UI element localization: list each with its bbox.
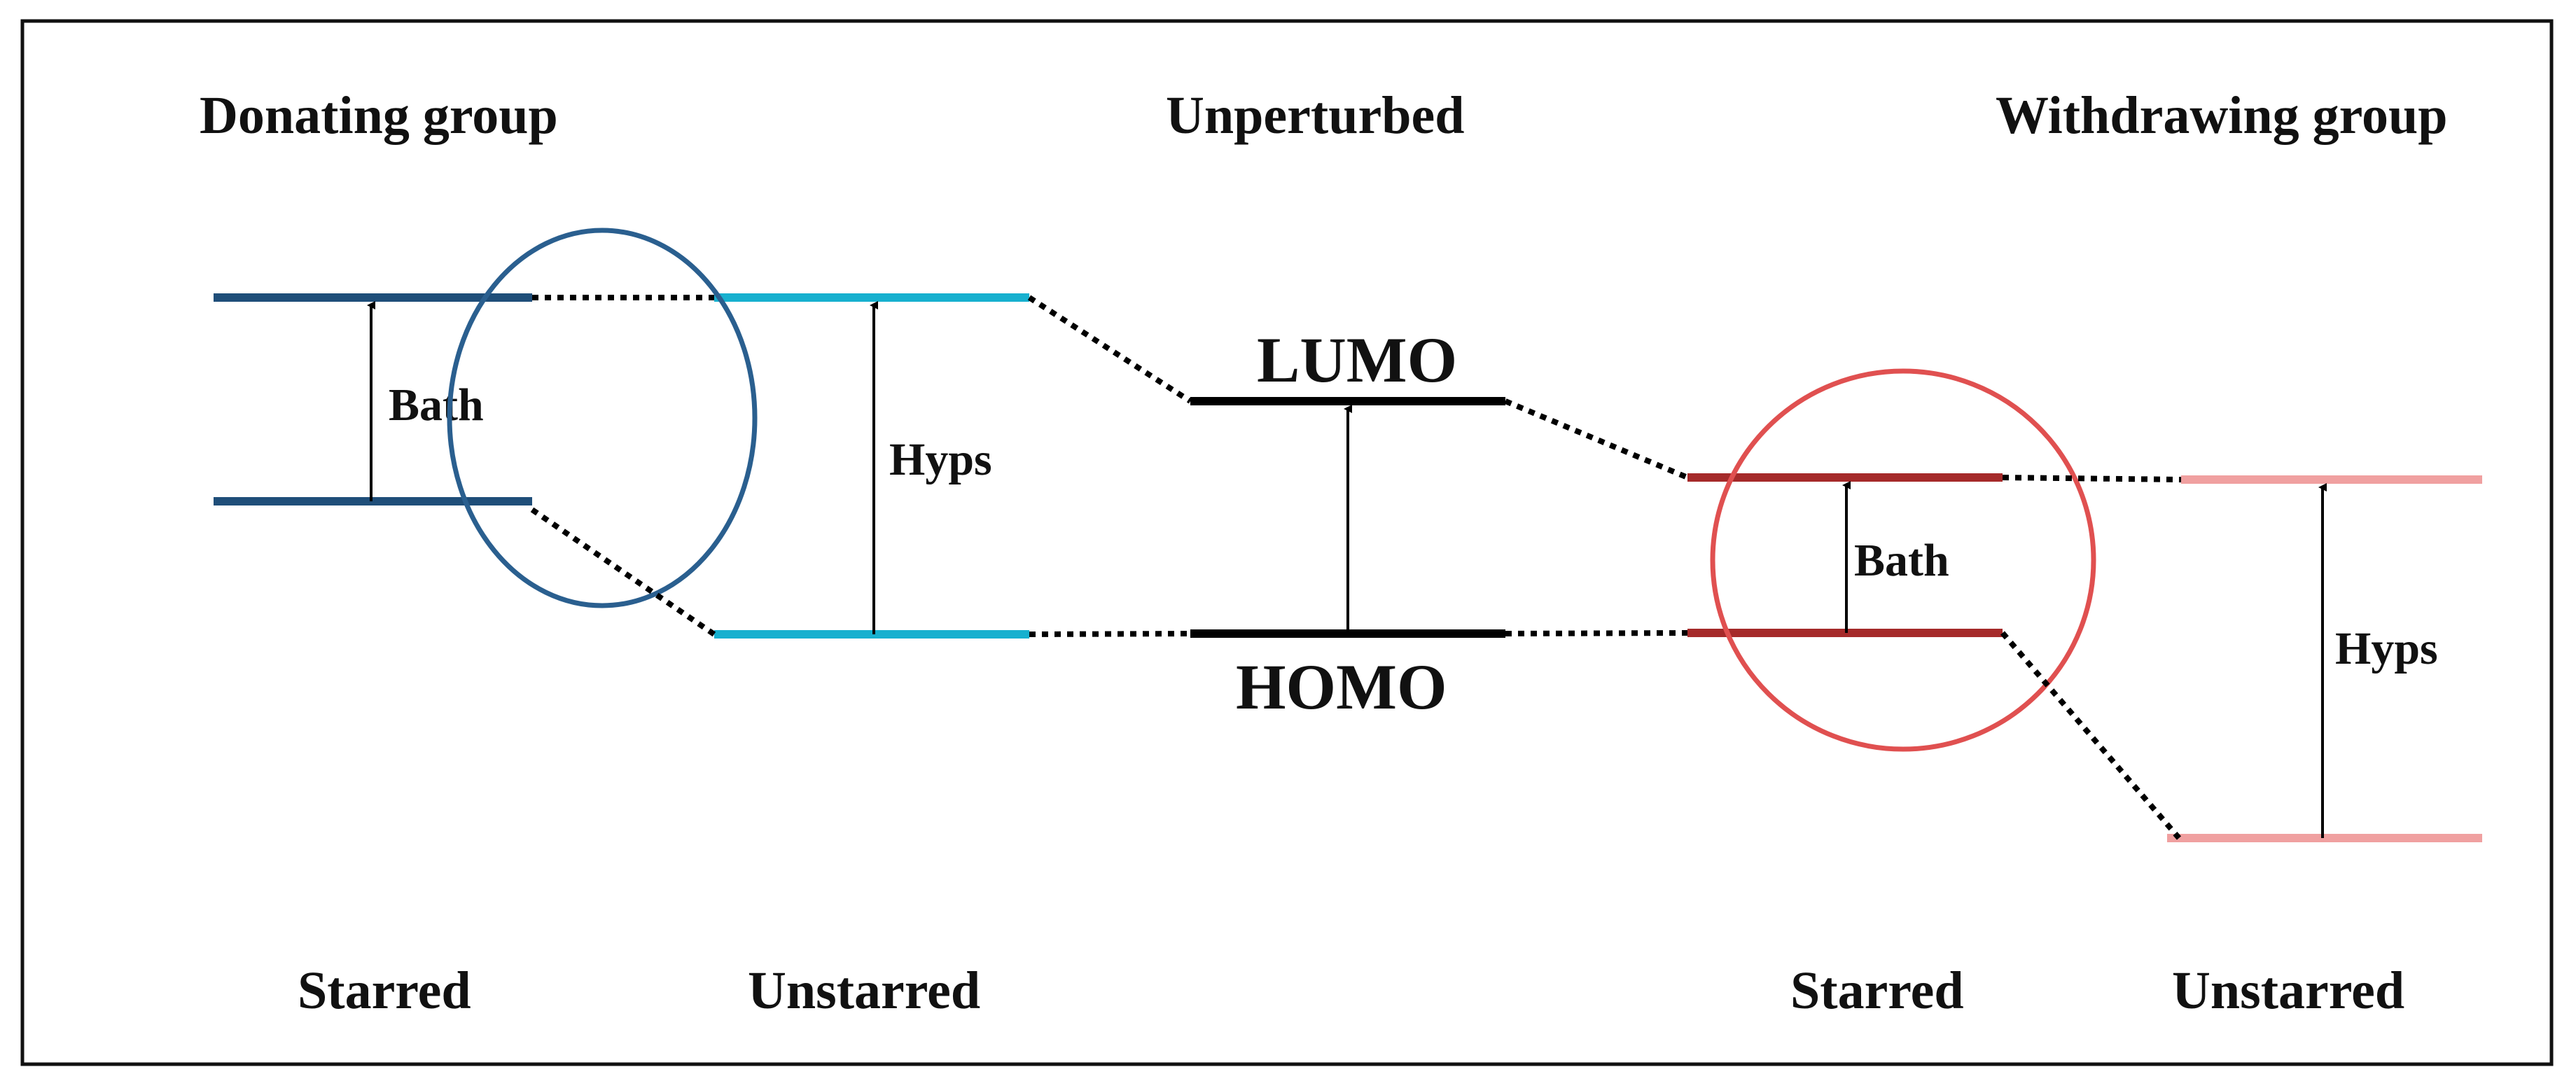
connector-unstarred-to-lumo [1027,295,1192,404]
connector-homo-to-withdrawing [1505,630,1688,636]
connector-withdrawing-lower [2000,631,2182,840]
unstarred-right-label: Unstarred [2172,961,2404,1020]
diagram-frame [20,19,2554,1066]
header-withdrawing-group: Withdrawing group [1996,86,2447,145]
hyps-right-label: Hyps [2335,623,2438,674]
header-unperturbed: Unperturbed [1166,86,1464,145]
homo-label: HOMO [1236,651,1447,723]
header-donating-group: Donating group [200,86,558,145]
donating-group-ellipse [447,228,758,608]
unstarred-left-label: Unstarred [748,961,980,1020]
bath-left-label: Bath [389,379,484,431]
starred-left-label: Starred [298,961,471,1020]
dotted-connectors [530,295,2182,840]
connector-lumo-to-withdrawing [1504,398,1689,480]
starred-right-label: Starred [1790,961,1964,1020]
hyps-left-label: Hyps [889,434,992,485]
bath-right-label: Bath [1854,535,1949,586]
connector-withdrawing-upper [2002,475,2182,482]
lumo-label: LUMO [1257,324,1457,396]
withdrawing-group-ellipse [1710,368,2096,752]
